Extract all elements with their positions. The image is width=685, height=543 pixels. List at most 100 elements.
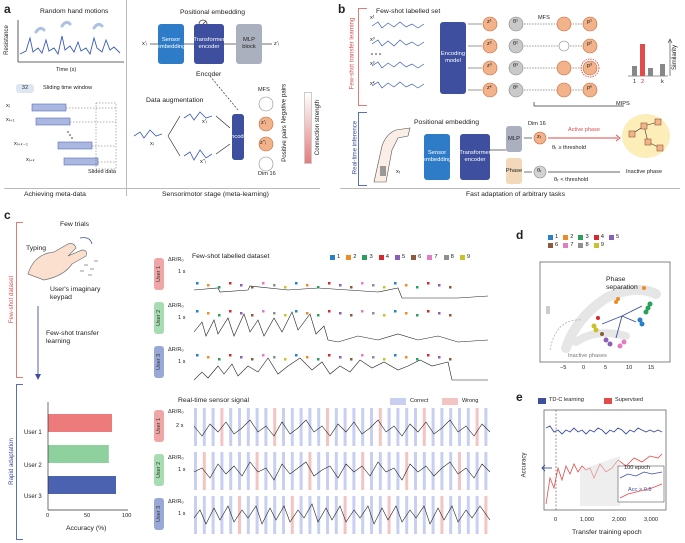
realtime-traces [193,408,491,534]
fewshot-marker [207,356,210,359]
inactive-phases-label: Inactive phases [568,353,607,359]
panel-e-letter: e [516,390,523,404]
wrong-stripe [361,452,365,490]
e-x-label: Transfer training epoch [572,529,642,536]
fewshot-marker [218,358,221,361]
fewshot-marker [405,356,408,359]
correct-stripe [458,408,461,446]
fewshot-marker [284,314,287,317]
fewshot-side-label: Few-shot transfer learning [348,17,356,90]
fewshot-marker [427,282,430,285]
fewshot-marker [295,282,298,285]
d-legend-label-2: 2 [570,234,574,240]
correct-stripe [229,408,233,446]
fewshot-marker [339,312,342,315]
correct-stripe [308,408,312,446]
realtime-side-label: Real-time inference [351,120,359,175]
mlp-block-box-a: MLP block [236,24,262,64]
rt-dr-1: ΔR/R₀ [168,409,184,415]
aug-xi-label: xᵢ [150,141,154,147]
correct-label: Correct [410,398,429,404]
b-x3: x³ [370,37,375,43]
panel-b-bottom-rule [340,188,680,189]
time-axis-label: Time (s) [56,67,77,73]
d-legend-item-1: 1 [548,234,558,240]
legend-item-5: 5 [394,254,405,260]
correct-stripe [378,496,382,534]
transfer-learning-label: Few-shot transfer learning [46,330,99,346]
b-z1: z¹ [487,19,492,25]
fewshot-marker [416,358,419,361]
fewshot-marker [262,282,265,285]
fewshot-set-title: Few-shot labelled set [376,8,441,15]
correct-stripe [396,452,400,490]
fs-dr-3: ΔR/R₀ [168,347,184,353]
pos-embed-label-a: Positional embedding [180,9,245,16]
b-active-phase: Active phase [568,127,601,133]
fewshot-marker [438,284,441,287]
mfs-node-column [258,96,274,172]
correct-stripe [273,496,277,534]
correct-stripe [414,452,417,490]
mfs-label-a: MFS [258,87,270,93]
few-trials-label: Few trials [60,221,90,228]
d-legend-item-3: 3 [578,234,589,240]
correct-stripe [264,408,268,446]
correct-stripe [352,496,356,534]
correct-stripe [466,408,470,446]
typing-hand-icon [27,237,98,281]
accuracy-bar-3 [48,476,116,494]
fewshot-marker [251,286,254,289]
b-mfs-label: MFS [538,15,550,21]
correct-stripe [387,452,391,490]
correct-stripe [211,452,215,490]
correct-swatch [390,398,406,405]
b-p3: p³ [587,63,592,69]
b-inactive-phase: Inactive phase [626,169,663,175]
correct-stripe [255,496,259,534]
correct-stripe [334,496,338,534]
fewshot-marker [218,314,221,317]
correct-stripe [282,452,285,490]
row-label-4: xᵢ₊ₖ [26,157,36,163]
fewshot-marker [383,358,386,361]
fewshot-marker [339,284,342,287]
bar-tick-2: 2 [641,79,645,85]
fewshot-marker [273,312,276,315]
correct-stripe [370,452,373,490]
b-xk: xᵏ [370,81,375,87]
fewshot-marker [284,286,287,289]
fs-1s-3: 1 s [178,359,186,365]
fewshot-marker [427,354,430,357]
b-theta3: θ³ [513,63,518,69]
e-legend-b: Supervised [615,397,643,403]
fewshot-marker [196,310,199,313]
fs-user2-tag: User 2 [154,302,164,334]
fewshot-marker [438,356,441,359]
legend-label-2: 2 [353,254,357,260]
correct-stripe [246,452,250,490]
legend-swatch-9 [459,254,465,260]
fewshot-marker [251,314,254,317]
e-ann-100: 100 epoch [624,465,651,471]
c-fewshot-bracket [16,222,23,378]
panel-a-divider [126,0,127,196]
d-legend-label-3: 3 [585,234,589,240]
rt-1s-2: 1 s [178,467,186,473]
b-x2: x² [370,61,375,67]
correct-stripe [246,496,250,534]
sensor-embedding-box-a: Sensor embedding [157,24,185,64]
d-legend-label-1: 1 [555,234,559,240]
correct-stripe [440,408,444,446]
wrong-stripe [326,408,329,446]
fewshot-dataset-title: Few-shot labelled dataset [192,253,270,260]
d-legend-item-8: 8 [578,242,589,248]
correct-stripe [370,408,373,446]
fewshot-marker [361,282,364,285]
fewshot-marker [372,312,375,315]
d-legend-swatch-2 [563,234,569,240]
fewshot-marker [350,314,353,317]
fewshot-marker [240,284,243,287]
fewshot-marker [383,314,386,317]
encoding-model-box: Encoding model [440,22,466,94]
